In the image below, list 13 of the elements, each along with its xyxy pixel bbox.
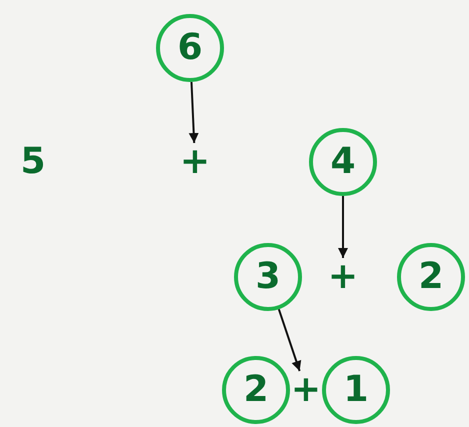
- number-circle: 2: [222, 356, 290, 424]
- arrow: [278, 308, 302, 372]
- number-label: 5: [19, 143, 47, 181]
- number-label: +: [329, 258, 357, 296]
- number-label: +: [292, 371, 320, 409]
- number-circle: 3: [234, 243, 302, 311]
- arrow: [338, 196, 348, 258]
- arrow: [188, 82, 199, 144]
- number-circle: 1: [322, 356, 390, 424]
- number-circle: 6: [156, 14, 224, 82]
- number-label: +: [181, 143, 209, 181]
- number-circle: 4: [309, 128, 377, 196]
- number-circle: 2: [397, 243, 465, 311]
